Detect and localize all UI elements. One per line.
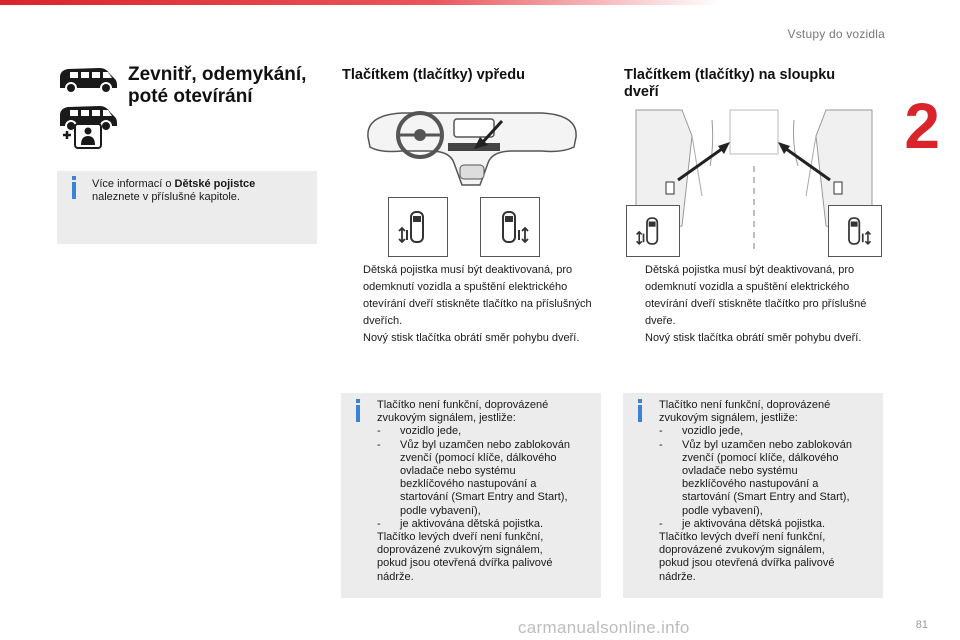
- left-door-button-icon: [398, 211, 424, 244]
- main-heading: Zevnitř, odemykání, poté otevírání: [128, 64, 306, 108]
- info-line: zvukovým signálem, jestliže:: [659, 412, 798, 425]
- info-icon: [356, 399, 360, 403]
- bullet-text: Dětská pojistka musí být deaktivovaná, p…: [645, 264, 867, 327]
- info-line: je aktivována dětská pojistka.: [400, 517, 544, 530]
- section-front-title: Tlačítkem (tlačítky) vpředu: [342, 67, 525, 83]
- info-dash-item: - vozidlo jede,: [659, 425, 879, 438]
- info-line: zvenčí (pomocí klíče, dálkového: [682, 451, 839, 464]
- info-note-bold: Dětské pojistce: [174, 178, 256, 190]
- info-dash-item: - Vůz byl uzamčen nebo zablokován: [659, 439, 879, 452]
- info-icon: [638, 399, 642, 403]
- dash-marker: -: [659, 425, 663, 438]
- sliding-door-button-icon: [480, 197, 540, 257]
- info-note-suffix: naleznete v příslušné kapitole.: [92, 191, 240, 204]
- dash-marker: -: [659, 438, 663, 451]
- bullet-text: Dětská pojistka musí být deaktivovaná, p…: [363, 264, 592, 327]
- info-dash-item: - vozidlo jede,: [377, 425, 597, 438]
- sliding-door-button-icon: [626, 205, 680, 257]
- info-icon-bar: [72, 182, 76, 199]
- bullet-text: Nový stisk tlačítka obrátí směr pohybu d…: [645, 332, 862, 344]
- info-line: vozidlo jede,: [682, 425, 744, 438]
- info-line: nádrže.: [659, 570, 696, 583]
- info-line: vozidlo jede,: [400, 425, 462, 438]
- section-pillar-title-l1: Tlačítkem (tlačítky) na sloupku: [624, 67, 836, 83]
- info-line: doprovázené zvukovým signálem,: [659, 544, 825, 557]
- info-note-text: Více informací o Dětské pojistce nalezne…: [92, 178, 312, 204]
- sliding-door-button-icon: [828, 205, 882, 257]
- main-heading-line1: Zevnitř, odemykání,: [128, 64, 307, 85]
- info-line: Tlačítko levých dveří není funkční,: [377, 531, 544, 544]
- front-info-box: Tlačítko není funkční, doprovázené zvuko…: [341, 393, 601, 598]
- info-line: nádrže.: [377, 570, 414, 583]
- info-line: startování (Smart Entry and Start),: [682, 491, 850, 504]
- info-line: je aktivována dětská pojistka.: [682, 517, 826, 530]
- section-pillar-title-l2: dveří: [624, 84, 659, 100]
- dash-marker: -: [377, 438, 381, 451]
- van-side-door-icon: [60, 106, 117, 132]
- main-heading-line2: poté otevírání: [128, 86, 253, 107]
- info-dash-item: - je aktivována dětská pojistka.: [659, 518, 879, 531]
- watermark: carmanualsonline.info: [518, 618, 690, 637]
- info-line: ovladače nebo systému: [400, 465, 516, 478]
- info-note-prefix: Více informací o: [92, 178, 175, 190]
- info-line: Vůz byl uzamčen nebo zablokován: [682, 438, 852, 451]
- right-door-button-icon: [502, 211, 529, 244]
- section-pillar-title: Tlačítkem (tlačítky) na sloupku dveří: [624, 67, 884, 101]
- info-dash-item: - Vůz byl uzamčen nebo zablokován: [377, 439, 597, 452]
- list-item: Dětská pojistka musí být deaktivovaná, p…: [624, 262, 889, 330]
- info-line: Tlačítko levých dveří není funkční,: [659, 531, 826, 544]
- info-line: doprovázené zvukovým signálem,: [377, 544, 543, 557]
- info-line: zvenčí (pomocí klíče, dálkového: [400, 451, 557, 464]
- info-line: pokud jsou otevřená dvířka palivové: [659, 557, 835, 570]
- front-info-text: Tlačítko není funkční, doprovázené zvuko…: [377, 399, 597, 584]
- info-line: Tlačítko není funkční, doprovázené: [659, 399, 831, 411]
- pillar-info-text: Tlačítko není funkční, doprovázené zvuko…: [659, 399, 879, 584]
- chapter-number: 2: [904, 90, 940, 162]
- right-pillar-button-icon: [848, 217, 872, 246]
- info-line: podle vybavení),: [682, 504, 763, 517]
- info-line: bezklíčového nastupování a: [400, 478, 537, 491]
- info-dash-item: - je aktivována dětská pojistka.: [377, 518, 597, 531]
- info-line: startování (Smart Entry and Start),: [400, 491, 568, 504]
- info-line: podle vybavení),: [400, 504, 481, 517]
- info-line: ovladače nebo systému: [682, 465, 798, 478]
- info-note-box: Více informací o Dětské pojistce nalezne…: [57, 171, 317, 244]
- left-pillar-button-icon: [636, 217, 659, 246]
- list-item: Nový stisk tlačítka obrátí směr pohybu d…: [342, 330, 607, 347]
- list-item: Nový stisk tlačítka obrátí směr pohybu d…: [624, 330, 889, 347]
- section-header: Vstupy do vozidla: [787, 27, 885, 41]
- info-line: pokud jsou otevřená dvířka palivové: [377, 557, 553, 570]
- list-item: Dětská pojistka musí být deaktivovaná, p…: [342, 262, 607, 330]
- top-accent-bar: [0, 0, 720, 5]
- child-seat-icon: [63, 123, 102, 149]
- pillar-info-box: Tlačítko není funkční, doprovázené zvuko…: [623, 393, 883, 598]
- pillar-bullets: Dětská pojistka musí být deaktivovaná, p…: [624, 262, 889, 347]
- door-pillar-illustration: [635, 109, 873, 252]
- dash-marker: -: [377, 425, 381, 438]
- info-icon-bar: [356, 405, 360, 422]
- info-icon-bar: [638, 405, 642, 422]
- dash-marker: -: [377, 517, 381, 530]
- bullet-text: Nový stisk tlačítka obrátí směr pohybu d…: [363, 332, 580, 344]
- sliding-door-button-icon: [388, 197, 448, 257]
- van-icon: [60, 68, 117, 94]
- info-line: zvukovým signálem, jestliže:: [377, 412, 516, 425]
- dashboard-illustration: [367, 111, 577, 186]
- info-line: Tlačítko není funkční, doprovázené: [377, 399, 549, 411]
- dash-marker: -: [659, 517, 663, 530]
- front-bullets: Dětská pojistka musí být deaktivovaná, p…: [342, 262, 607, 347]
- page-number: 81: [915, 619, 928, 631]
- info-line: bezklíčového nastupování a: [682, 478, 819, 491]
- info-line: Vůz byl uzamčen nebo zablokován: [400, 438, 570, 451]
- info-icon: [72, 176, 76, 180]
